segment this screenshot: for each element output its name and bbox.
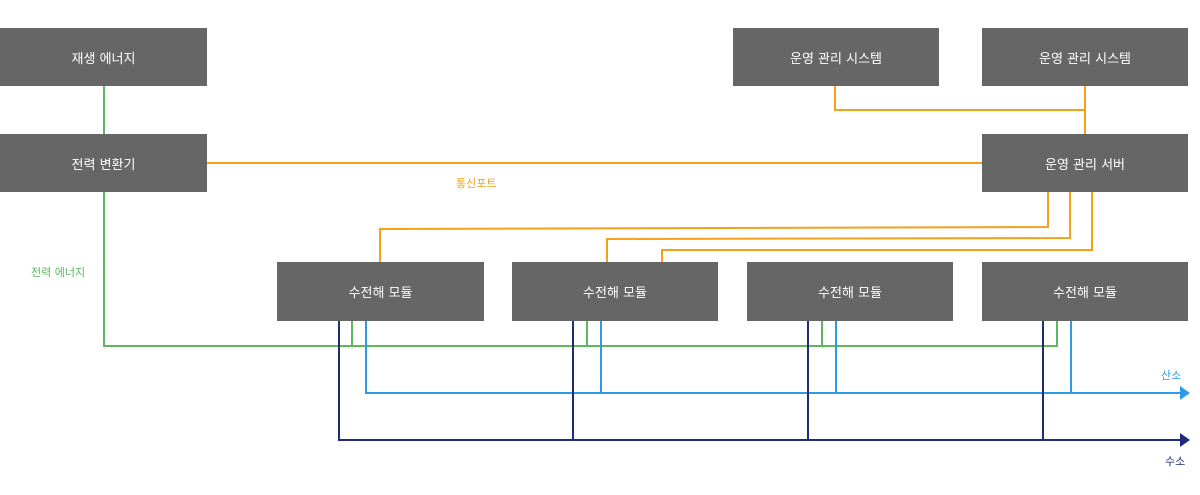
node-label: 운영 관리 시스템 <box>790 51 882 67</box>
server-to-module-2a <box>606 192 1071 262</box>
hydrogen-lines <box>338 321 1182 441</box>
hydrogen-bus-line <box>338 321 1182 441</box>
oms-1-link <box>834 86 1085 111</box>
comm-port-label: 통신포트 <box>456 177 497 190</box>
server-to-module-2b <box>661 192 1093 262</box>
node-label: 수전해 모듈 <box>818 286 882 301</box>
server-to-module-1 <box>379 192 1049 262</box>
power-energy-label: 전력 에너지 <box>31 266 86 279</box>
communication-lines <box>207 86 1093 262</box>
oxygen-label: 산소 <box>1161 369 1182 382</box>
power-lines <box>103 86 1058 347</box>
hydrogen-arrow-icon <box>1180 433 1190 447</box>
node-label: 운영 관리 서버 <box>1044 157 1126 173</box>
node-label: 수전해 모듈 <box>1053 286 1117 301</box>
node-label: 재생 에너지 <box>71 51 136 67</box>
electrolysis-module-1: 수전해 모듈 <box>277 262 484 321</box>
renewable-energy-node: 재생 에너지 <box>0 28 207 86</box>
oxygen-lines <box>365 321 1182 394</box>
hydrogen-label: 수소 <box>1165 455 1186 468</box>
electrolysis-module-3: 수전해 모듈 <box>747 262 953 321</box>
operation-system-node-2: 운영 관리 시스템 <box>982 28 1188 86</box>
node-label: 운영 관리 시스템 <box>1039 51 1131 67</box>
oxygen-bus-line <box>365 321 1182 394</box>
node-label: 수전해 모듈 <box>348 286 413 301</box>
power-converter-node: 전력 변환기 <box>0 134 207 192</box>
power-bus-line <box>103 192 1058 347</box>
node-label: 수전해 모듈 <box>583 286 647 301</box>
electrolysis-module-4: 수전해 모듈 <box>982 262 1188 321</box>
node-label: 전력 변환기 <box>71 157 136 173</box>
electrolysis-module-2: 수전해 모듈 <box>512 262 718 321</box>
operation-system-node-1: 운영 관리 시스템 <box>733 28 939 86</box>
oxygen-arrow-icon <box>1180 386 1190 400</box>
operation-server-node: 운영 관리 서버 <box>982 134 1188 192</box>
